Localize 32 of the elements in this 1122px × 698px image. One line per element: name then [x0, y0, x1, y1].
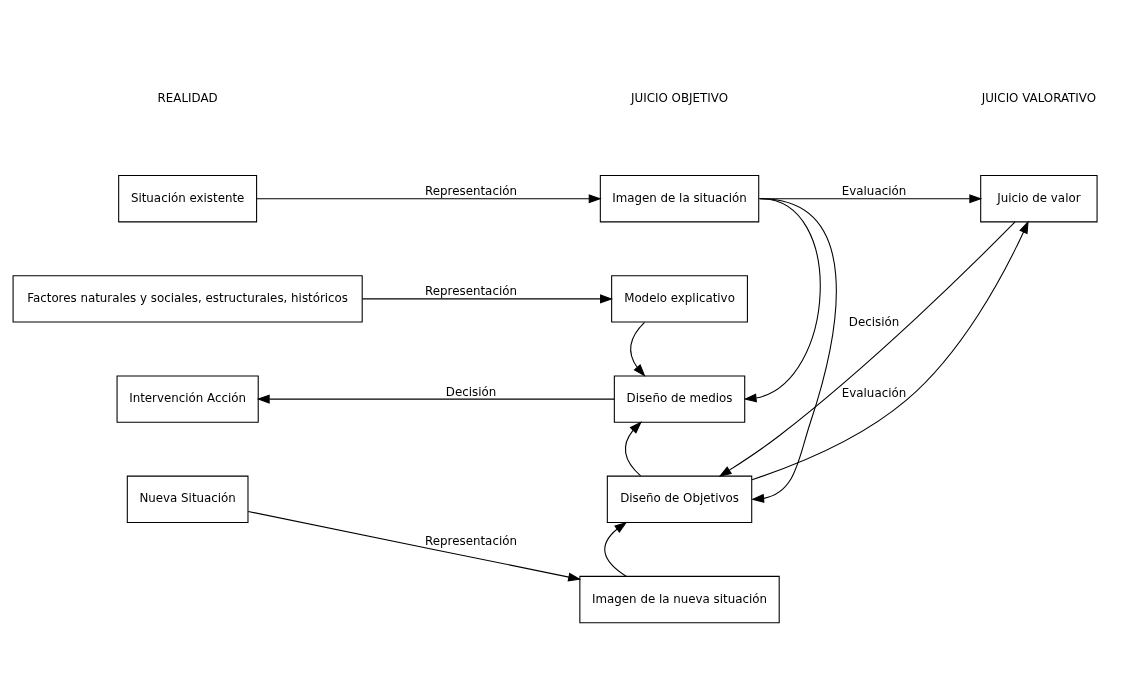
arrow	[247, 510, 582, 582]
arrow	[758, 194, 983, 204]
node-box: Diseño de medios	[613, 375, 746, 423]
edge-label: Decisión	[445, 384, 497, 399]
arrow	[751, 220, 1029, 481]
node-box: Factores naturales y sociales, estructurales, históricos	[12, 275, 363, 323]
label: JUICIO OBJETIVO	[631, 90, 728, 105]
node-box: Modelo explicativo	[611, 275, 748, 323]
node-box: Situación existente	[118, 175, 258, 223]
edge-label: Decisión	[848, 314, 900, 329]
node-box: Imagen de la nueva situación	[579, 575, 780, 624]
arrow	[743, 198, 821, 403]
arrow	[604, 521, 628, 577]
node-box: Intervención Acción	[116, 375, 259, 423]
arrow	[256, 394, 615, 404]
node-box: Diseño de Objetivos	[606, 475, 753, 523]
node-box: Nueva Situación	[126, 475, 249, 523]
arrow	[751, 198, 837, 503]
edge-label: Representación	[425, 534, 517, 549]
arrow	[630, 321, 646, 377]
arrow	[718, 221, 1016, 477]
node-box: Juicio de valor	[980, 175, 1098, 223]
label: JUICIO VALORATIVO	[981, 90, 1097, 105]
edge-label: Evaluación	[841, 385, 907, 400]
edge-label: Evaluación	[841, 184, 907, 199]
node-box: Imagen de la situación	[599, 175, 760, 223]
arrow	[624, 421, 642, 477]
label: REALIDAD	[157, 90, 218, 105]
arrow	[361, 294, 613, 304]
edge-label: Representación	[425, 184, 517, 199]
edge-label: Representación	[425, 284, 517, 299]
arrow	[256, 194, 602, 204]
